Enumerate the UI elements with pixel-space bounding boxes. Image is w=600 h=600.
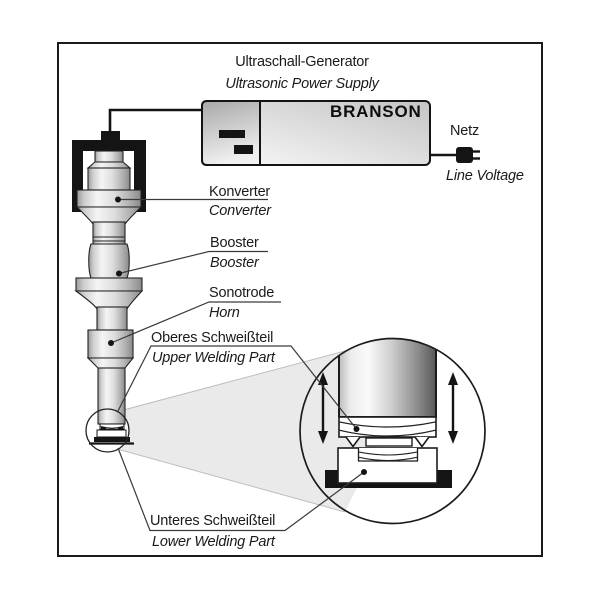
mounting-bracket-left-leg	[72, 151, 83, 212]
magnified-view	[299, 337, 486, 525]
converter-drawing	[75, 150, 143, 225]
pointer-dot	[116, 270, 122, 277]
pointer-dot	[115, 196, 121, 203]
leader-lines	[108, 196, 367, 532]
vibration-arrow-right	[448, 372, 458, 444]
leader-upper-part	[117, 345, 357, 430]
title-english: Ultrasonic Power Supply	[225, 76, 379, 92]
front-panel-display-slot	[219, 130, 245, 138]
pointer-dot	[361, 469, 367, 475]
label-sonotrode-en: Horn	[209, 305, 240, 321]
power-supply-box	[108, 100, 457, 166]
line-voltage-label: Line Voltage	[446, 168, 524, 184]
title-german: Ultraschall-Generator	[235, 54, 369, 70]
lower-welding-part-drawing	[325, 447, 452, 488]
upper-welding-part-drawing	[338, 416, 437, 448]
leader-sonotrode	[110, 301, 281, 344]
power-cable	[108, 108, 202, 132]
label-lower-welding-de: Unteres Schweißteil	[150, 513, 276, 529]
booster-flange	[75, 277, 143, 292]
pointer-dot	[108, 340, 114, 346]
magnifier-small-circle	[85, 408, 130, 453]
pointer-dot	[353, 426, 360, 432]
booster-drawing	[74, 221, 144, 310]
horn-drawing	[86, 306, 135, 425]
label-booster-de: Booster	[210, 235, 259, 251]
pointer-dots	[108, 196, 367, 475]
netz-label: Netz	[450, 123, 480, 139]
label-upper-welding-de: Oberes Schweißteil	[151, 330, 274, 346]
horn-tip-magnified	[338, 339, 437, 418]
cable-connector	[101, 131, 120, 141]
magnifier-big-circle	[299, 337, 486, 525]
leader-lower-part	[117, 447, 365, 532]
mounting-bracket-top	[72, 140, 146, 151]
label-lower-welding-en: Lower Welding Part	[152, 534, 275, 550]
power-plug-icon	[456, 147, 480, 163]
label-booster-en: Booster	[210, 255, 259, 271]
label-konverter-en: Converter	[209, 203, 271, 219]
label-konverter-de: Konverter	[209, 184, 271, 200]
front-panel-button	[234, 145, 253, 154]
label-upper-welding-en: Upper Welding Part	[152, 350, 275, 366]
vibration-arrow-left	[318, 372, 328, 444]
converter-stack	[72, 131, 146, 445]
leader-booster	[118, 250, 268, 275]
outer-border-frame	[57, 42, 543, 557]
label-sonotrode-de: Sonotrode	[209, 285, 275, 301]
weld-zone-small	[89, 423, 134, 445]
branson-logo: BRANSON	[330, 102, 422, 121]
